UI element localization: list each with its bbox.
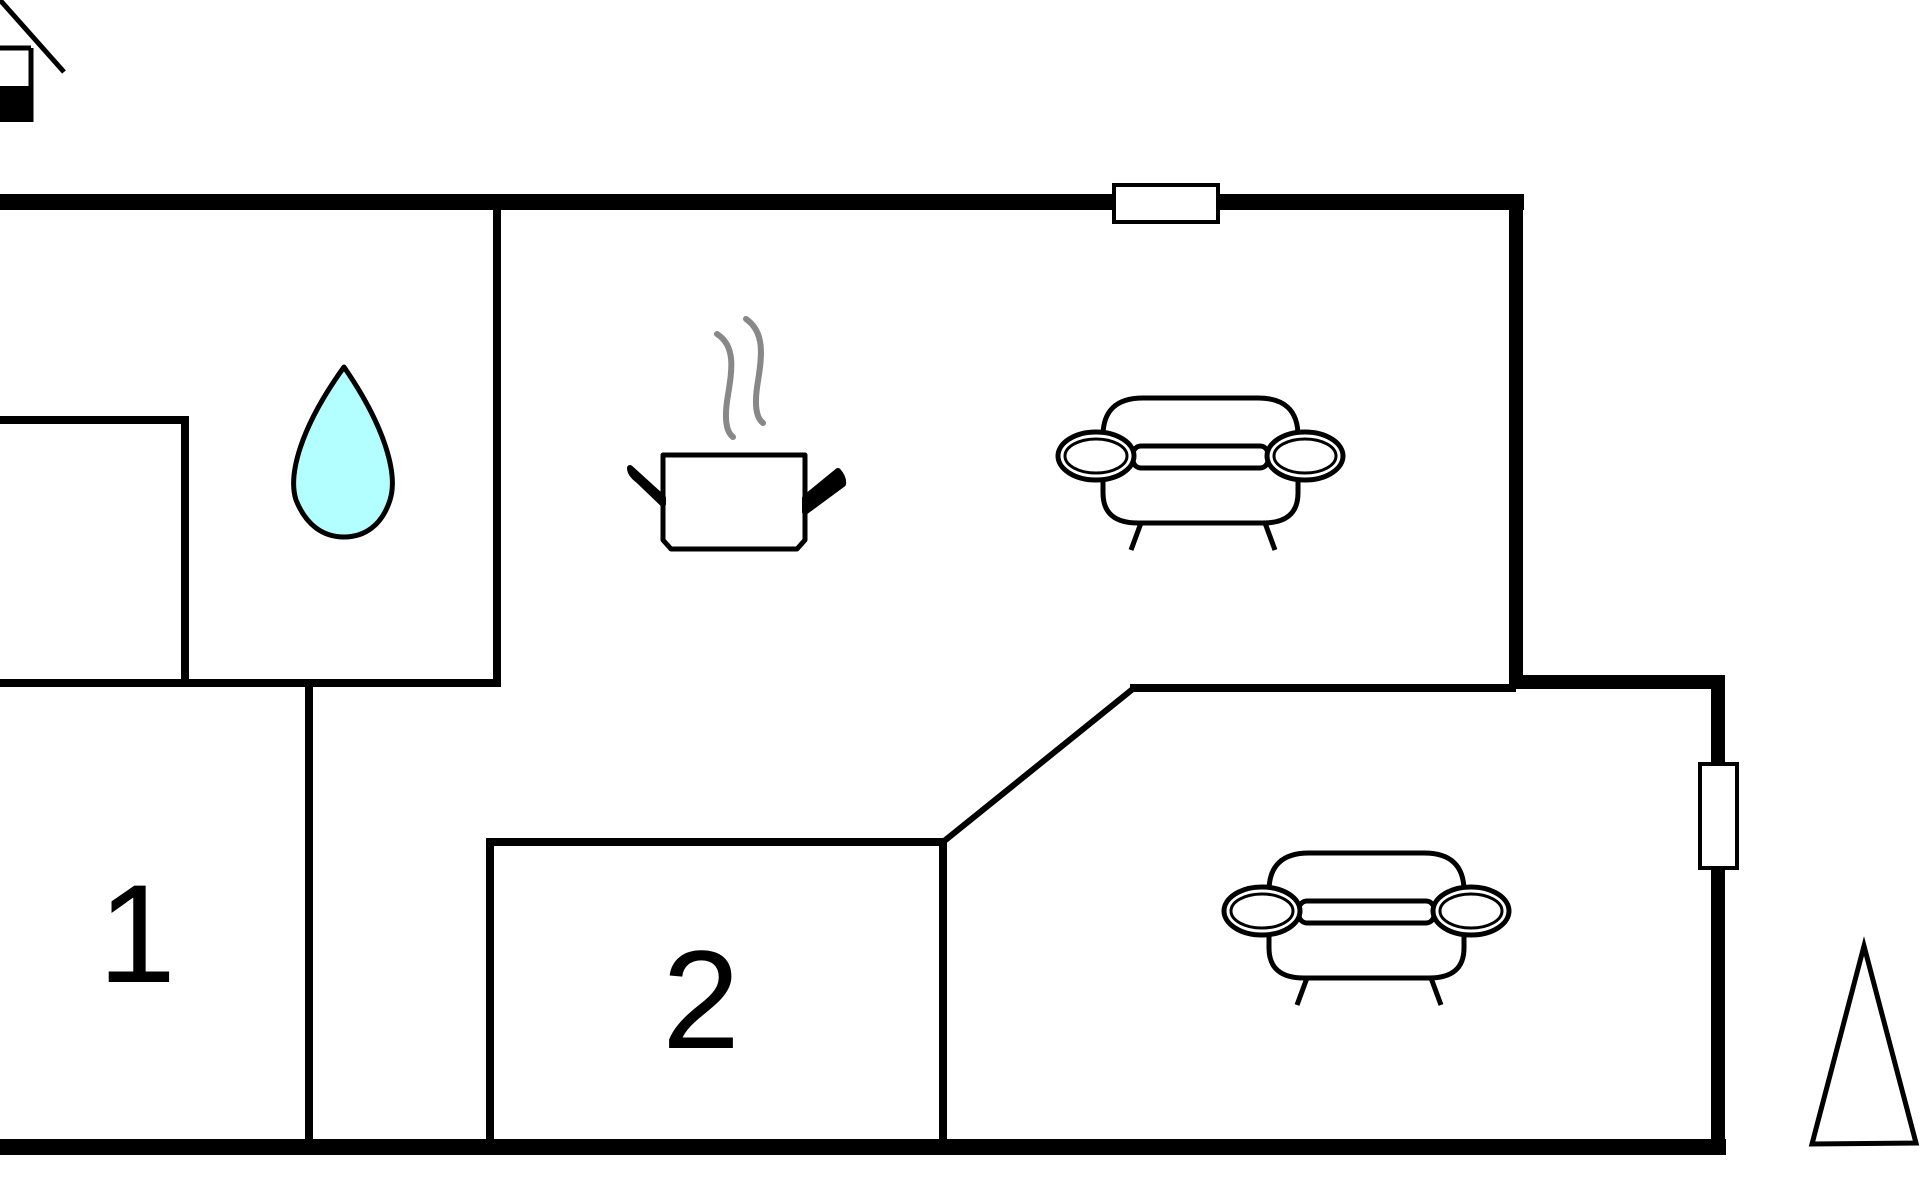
water-drop-icon: [291, 364, 395, 540]
entrance-icon: [0, 0, 66, 122]
north-arrow-icon: [1808, 936, 1920, 1147]
window-top: [1112, 183, 1220, 224]
room-label-2: 2: [662, 921, 740, 1078]
window-right: [1698, 762, 1739, 870]
cooking-pot-icon: [627, 316, 847, 552]
sofa-icon: [1224, 853, 1509, 1005]
room-label-1: 1: [98, 855, 176, 1012]
walls: [0, 194, 1726, 1155]
sofa-icon: [1058, 398, 1343, 550]
interior-wall-diagonal: [938, 683, 1139, 847]
